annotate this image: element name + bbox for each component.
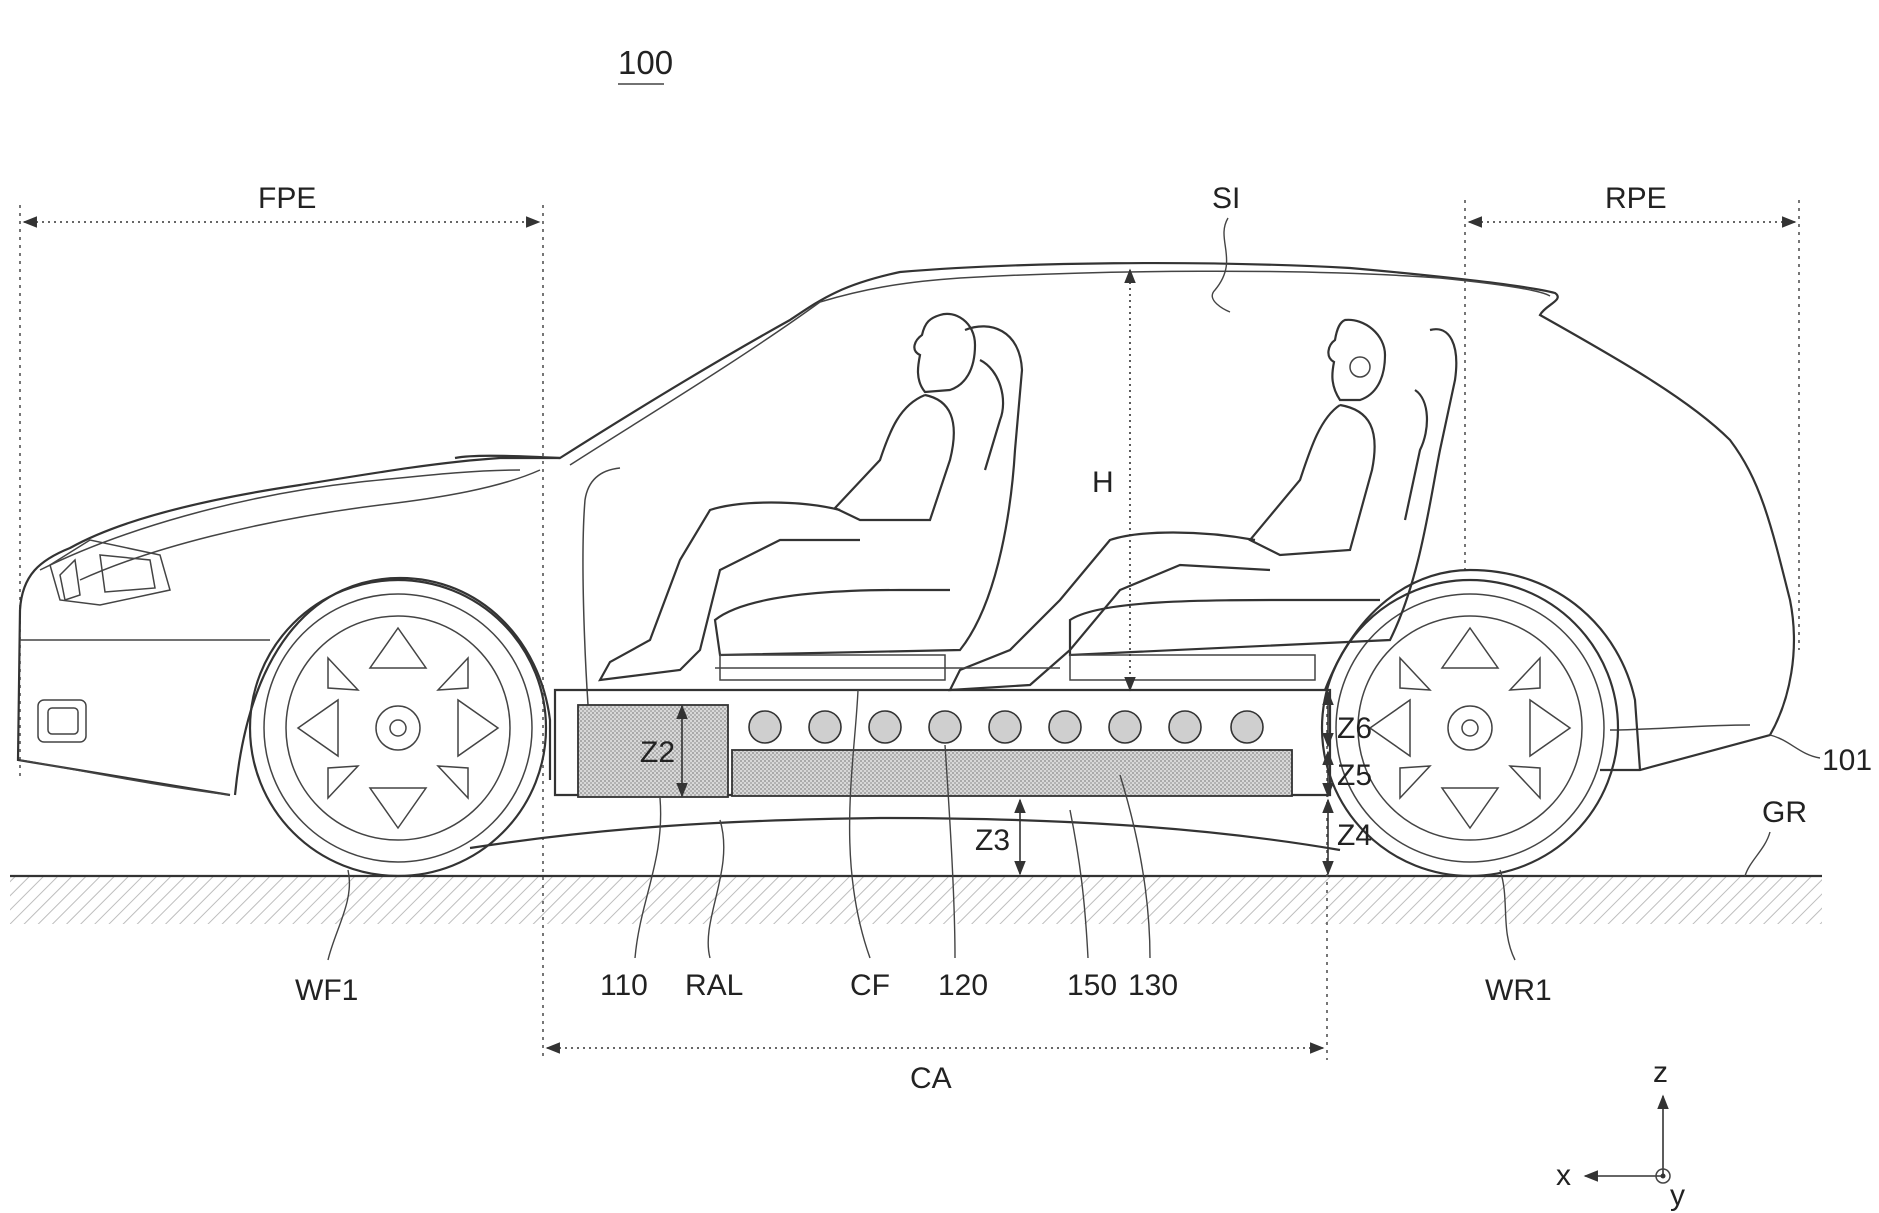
cf-label: CF [850, 969, 890, 1002]
coordinate-axes [1585, 1096, 1670, 1183]
ref101-leader [1770, 735, 1820, 758]
front-wheel [250, 580, 546, 876]
battery-cells-120 [749, 711, 1263, 743]
ref120-label: 120 [938, 969, 988, 1002]
figure-number: 100 [618, 44, 673, 81]
ref101-label: 101 [1822, 744, 1872, 777]
h-label: H [1092, 466, 1114, 499]
ref130-leader [1120, 775, 1150, 958]
front-seat-occupant [600, 314, 1022, 680]
battery-assembly [555, 668, 1330, 797]
z3-label: Z3 [975, 824, 1010, 857]
rpe-label: RPE [1605, 182, 1667, 215]
gr-leader [1745, 832, 1770, 876]
axis-y-label: y [1670, 1179, 1685, 1212]
z2-label: Z2 [640, 736, 675, 769]
si-label: SI [1212, 182, 1240, 215]
ca-label: CA [910, 1062, 952, 1095]
ref130-label: 130 [1128, 969, 1178, 1002]
si-leader [1212, 218, 1230, 312]
gr-label: GR [1762, 796, 1807, 829]
z5-label: Z5 [1337, 759, 1372, 792]
fpe-dimension [20, 205, 543, 1060]
ref150-label: 150 [1067, 969, 1117, 1002]
ral-label: RAL [685, 969, 743, 1002]
wf1-label: WF1 [295, 974, 358, 1007]
z6-label: Z6 [1337, 712, 1372, 745]
fpe-label: FPE [258, 182, 316, 215]
rear-seat-occupant [950, 320, 1456, 690]
battery-module-130 [732, 750, 1292, 796]
z4-label: Z4 [1337, 819, 1372, 852]
rpe-dimension [1465, 200, 1799, 650]
axis-z-label: z [1653, 1056, 1668, 1089]
wr1-label: WR1 [1485, 974, 1552, 1007]
axis-x-label: x [1556, 1159, 1571, 1192]
ref110-label: 110 [600, 969, 648, 1002]
ground [10, 876, 1822, 924]
